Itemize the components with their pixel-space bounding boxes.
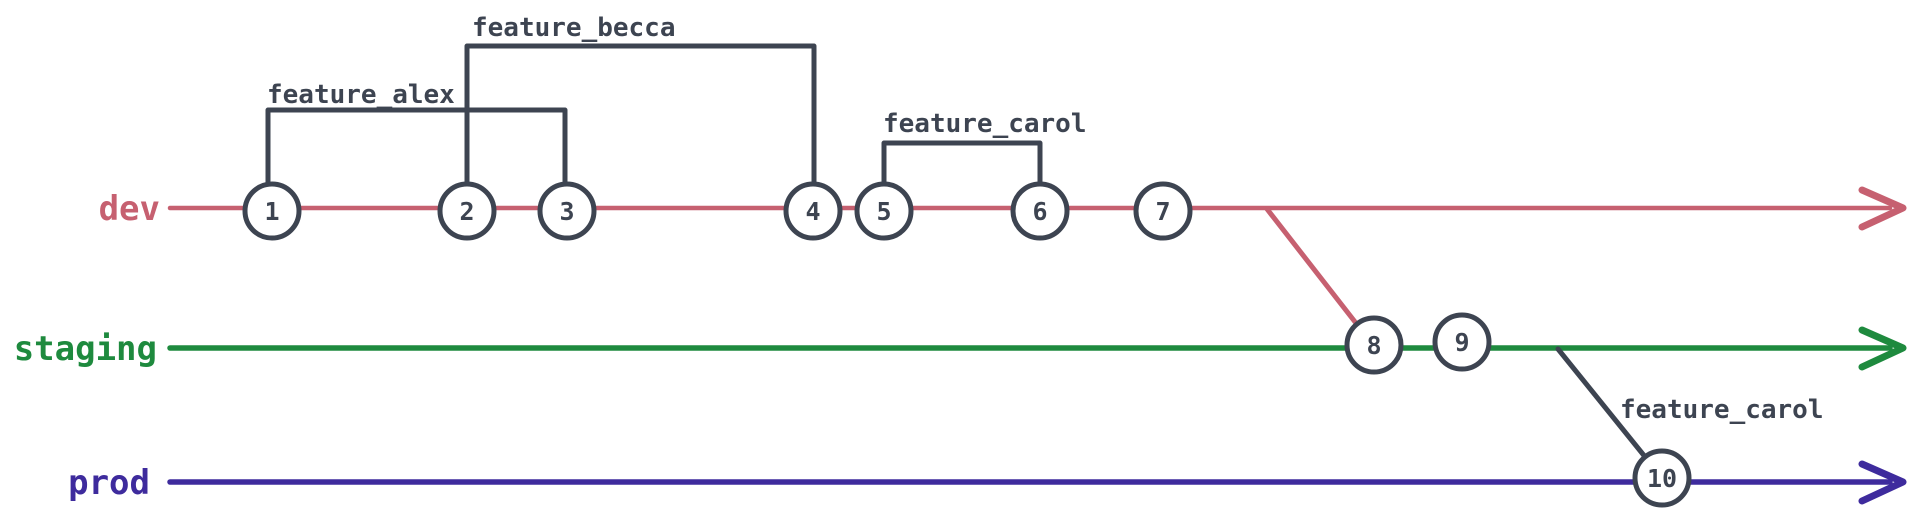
commit-number: 8	[1366, 331, 1381, 360]
feature-becca-bracket	[464, 43, 817, 190]
commit-node-3: 3	[537, 181, 597, 241]
dev-branch-label: dev	[99, 189, 160, 229]
commit-circle	[783, 181, 843, 241]
commit-circle	[437, 181, 497, 241]
commit-number: 5	[876, 197, 891, 226]
commit-circle	[1632, 448, 1692, 508]
feature-carol-prod-label: feature_carol	[1620, 395, 1824, 425]
commit-node-8: 8	[1344, 315, 1404, 375]
commit-node-6: 6	[1010, 181, 1070, 241]
commit-circle	[537, 181, 597, 241]
commit-node-10: 10	[1632, 448, 1692, 508]
commit-node-5: 5	[854, 181, 914, 241]
commit-number: 1	[264, 197, 279, 226]
commit-circle	[1133, 181, 1193, 241]
commit-number: 10	[1647, 464, 1677, 493]
feature-carol-label: feature_carol	[883, 109, 1087, 139]
staging-arrowhead-icon	[1858, 326, 1907, 371]
commit-number: 3	[559, 197, 574, 226]
commit-number: 9	[1454, 328, 1469, 357]
commit-number: 2	[459, 197, 474, 226]
commit-circle	[1432, 312, 1492, 372]
commit-node-7: 7	[1133, 181, 1193, 241]
commit-circle	[1010, 181, 1070, 241]
branch-staging-to-prod-line	[1555, 346, 1649, 461]
dev-arrowhead-icon	[1858, 186, 1907, 231]
commit-node-4: 4	[783, 181, 843, 241]
commit-node-2: 2	[437, 181, 497, 241]
commit-number: 6	[1032, 197, 1047, 226]
feature-becca-label: feature_becca	[472, 13, 676, 43]
commit-number: 7	[1155, 197, 1170, 226]
commit-circle	[242, 181, 302, 241]
prod-branch-label: prod	[68, 463, 150, 503]
commit-circle	[854, 181, 914, 241]
feature-carol-bracket	[881, 140, 1043, 191]
commit-node-9: 9	[1432, 312, 1492, 372]
commit-number: 4	[805, 197, 820, 226]
feature-alex-label: feature_alex	[267, 80, 455, 110]
staging-branch-label: staging	[14, 329, 157, 369]
merge-dev-to-staging-line	[1264, 206, 1362, 330]
prod-arrowhead-icon	[1858, 460, 1907, 505]
commit-node-1: 1	[242, 181, 302, 241]
feature-alex-bracket	[265, 107, 568, 190]
commit-circle	[1344, 315, 1404, 375]
